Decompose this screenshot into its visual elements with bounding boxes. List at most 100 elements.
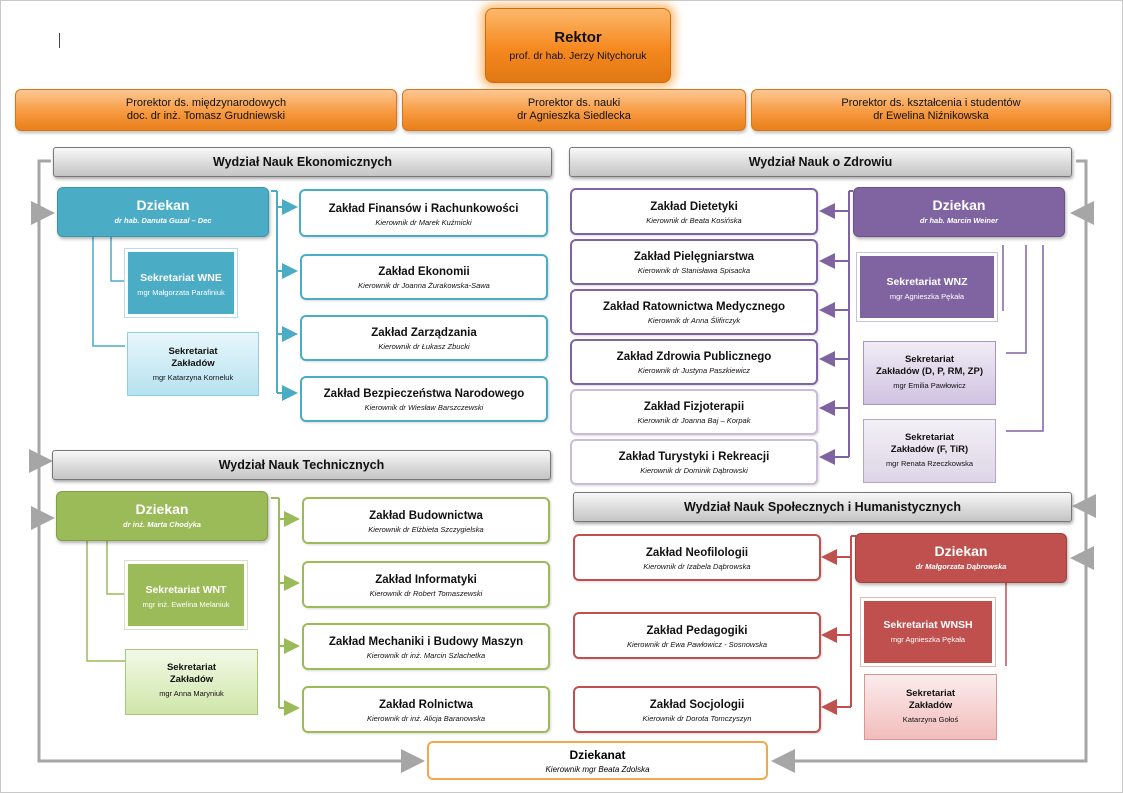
- secretariat-name: mgr Małgorzata Parafiniuk: [137, 288, 225, 297]
- department-head: Kierownik dr Beata Kosińska: [646, 216, 742, 225]
- secretariat-title-line1: Sekretariat: [166, 662, 217, 673]
- department-head: Kierownik dr Joanna Baj – Korpak: [637, 416, 751, 425]
- department-name: Zakład Budownictwa: [369, 510, 483, 522]
- secretariat-wnsh-box: Sekretariat WNSH mgr Agnieszka Pękała: [861, 598, 995, 666]
- department-box: Zakład Zdrowia Publicznego Kierownik dr …: [570, 339, 818, 385]
- department-head: Kierownik dr Joanna Żurakowska-Sawa: [358, 281, 490, 290]
- department-name: Zakład Informatyki: [375, 574, 477, 586]
- department-box: Zakład Pedagogiki Kierownik dr Ewa Pawło…: [573, 612, 821, 659]
- dean-title: Dziekan: [934, 543, 988, 559]
- secretariat-title: Sekretariat WNT: [145, 584, 227, 596]
- department-head: Kierownik dr Robert Tomaszewski: [369, 589, 483, 598]
- secretariat-name: Katarzyna Gołoś: [902, 715, 959, 724]
- prorektor-title: Prorektor ds. nauki: [527, 97, 621, 109]
- dean-name: dr inż. Marta Chodyka: [123, 520, 201, 529]
- dept-secretariat-wne-box: Sekretariat Zakładów mgr Katarzyna Korne…: [127, 332, 259, 396]
- department-name: Zakład Finansów i Rachunkowości: [328, 203, 519, 215]
- secretariat-title-line2: Zakładów: [169, 674, 214, 685]
- secretariat-name: mgr Katarzyna Korneluk: [152, 373, 234, 382]
- secretariat-title-line2: Zakładów (D, P, RM, ZP): [876, 366, 983, 377]
- secretariat-name: mgr Renata Rzeczkowska: [885, 459, 974, 468]
- dean-title: Dziekan: [932, 197, 986, 213]
- secretariat-wnt-box: Sekretariat WNT mgr inż. Ewelina Melaniu…: [125, 561, 247, 629]
- secretariat-name: mgr inż. Ewelina Melaniuk: [142, 600, 230, 609]
- department-head: Kierownik dr Łukasz Zbucki: [378, 342, 470, 351]
- text-cursor: [59, 33, 60, 48]
- faculty-wne-bar: Wydział Nauk Ekonomicznych: [53, 147, 552, 177]
- faculty-wnz-bar: Wydział Nauk o Zdrowiu: [569, 147, 1072, 177]
- dept-secretariat-wnt-box: Sekretariat Zakładów mgr Anna Maryniuk: [125, 649, 258, 715]
- department-head: Kierownik dr inż. Alicja Baranowska: [366, 714, 486, 723]
- department-head: Kierownik dr Dominik Dąbrowski: [640, 466, 748, 475]
- secretariat-wne-box: Sekretariat WNE mgr Małgorzata Parafiniu…: [125, 249, 237, 317]
- secretariat-title: Sekretariat WNE: [140, 272, 222, 284]
- department-head: Kierownik dr Ewa Pawłowicz - Sosnowska: [626, 640, 768, 649]
- dean-name: dr Małgorzata Dąbrowska: [915, 562, 1007, 571]
- department-name: Zakład Rolnictwa: [379, 699, 473, 711]
- department-box: Zakład Finansów i Rachunkowości Kierowni…: [299, 189, 548, 237]
- secretariat-title-line2: Zakładów (F, TiR): [890, 444, 969, 455]
- department-head: Kierownik dr Stanisława Spisacka: [637, 266, 751, 275]
- department-box: Zakład Ratownictwa Medycznego Kierownik …: [570, 289, 818, 335]
- department-name: Zakład Turystyki i Rekreacji: [618, 451, 770, 463]
- dean-name: dr hab. Marcin Weiner: [919, 216, 999, 225]
- department-name: Zakład Pedagogiki: [646, 625, 748, 637]
- dean-wnt-box: Dziekan dr inż. Marta Chodyka: [56, 491, 268, 541]
- department-box: Zakład Fizjoterapii Kierownik dr Joanna …: [570, 389, 818, 435]
- dept-secretariat-wnz-2-box: Sekretariat Zakładów (F, TiR) mgr Renata…: [863, 419, 996, 483]
- secretariat-name: mgr Anna Maryniuk: [159, 689, 224, 698]
- secretariat-title: Sekretariat WNSH: [883, 619, 973, 631]
- dept-secretariat-wnz-1-box: Sekretariat Zakładów (D, P, RM, ZP) mgr …: [863, 341, 996, 405]
- dept-secretariat-wnsh-box: Sekretariat Zakładów Katarzyna Gołoś: [864, 674, 997, 740]
- prorektor-education-box: Prorektor ds. kształcenia i studentów dr…: [751, 89, 1111, 131]
- department-head: Kierownik dr Dorota Tomczyszyn: [642, 714, 752, 723]
- secretariat-title-line1: Sekretariat: [904, 432, 955, 443]
- department-name: Zakład Zarządzania: [371, 327, 477, 339]
- department-name: Zakład Neofilologii: [645, 547, 749, 559]
- secretariat-name: mgr Agnieszka Pękała: [890, 635, 966, 644]
- department-box: Zakład Budownictwa Kierownik dr Elżbieta…: [302, 497, 550, 544]
- dean-wnsh-box: Dziekan dr Małgorzata Dąbrowska: [855, 533, 1067, 583]
- department-box: Zakład Pielęgniarstwa Kierownik dr Stani…: [570, 239, 818, 285]
- department-name: Zakład Fizjoterapii: [643, 401, 745, 413]
- secretariat-title-line2: Zakładów: [908, 700, 953, 711]
- secretariat-wnz-box: Sekretariat WNZ mgr Agnieszka Pękała: [857, 253, 997, 321]
- rektor-box: Rektor prof. dr hab. Jerzy Nitychoruk: [485, 8, 671, 83]
- department-box: Zakład Turystyki i Rekreacji Kierownik d…: [570, 439, 818, 485]
- department-box: Zakład Zarządzania Kierownik dr Łukasz Z…: [300, 315, 548, 361]
- department-box: Zakład Dietetyki Kierownik dr Beata Kosi…: [570, 188, 818, 235]
- department-head: Kierownik dr Anna Ślifirczyk: [647, 316, 741, 325]
- department-name: Zakład Ratownictwa Medycznego: [602, 301, 786, 313]
- dean-wnz-box: Dziekan dr hab. Marcin Weiner: [853, 187, 1065, 237]
- prorektor-name: dr Agnieszka Siedlecka: [517, 110, 631, 122]
- department-box: Zakład Ekonomii Kierownik dr Joanna Żura…: [300, 254, 548, 300]
- department-name: Zakład Pielęgniarstwa: [633, 251, 755, 263]
- prorektor-name: dr Ewelina Niźnikowska: [873, 110, 989, 122]
- secretariat-title-line1: Sekretariat: [905, 688, 956, 699]
- department-box: Zakład Socjologii Kierownik dr Dorota To…: [573, 686, 821, 733]
- dean-name: dr hab. Danuta Guzal – Dec: [114, 216, 212, 225]
- department-name: Zakład Ekonomii: [378, 266, 470, 278]
- secretariat-title: Sekretariat WNZ: [886, 276, 968, 288]
- secretariat-title-line1: Sekretariat: [904, 354, 955, 365]
- dean-wne-box: Dziekan dr hab. Danuta Guzal – Dec: [57, 187, 269, 237]
- department-name: Zakład Bezpieczeństwa Narodowego: [323, 388, 525, 400]
- prorektor-name: doc. dr inż. Tomasz Grudniewski: [126, 110, 286, 122]
- rektor-name: prof. dr hab. Jerzy Nitychoruk: [509, 50, 647, 62]
- dziekanat-box: Dziekanat Kierownik mgr Beata Zdolska: [427, 741, 768, 780]
- rektor-title: Rektor: [554, 29, 602, 46]
- department-name: Zakład Socjologii: [649, 699, 745, 711]
- dziekanat-title: Dziekanat: [569, 748, 626, 762]
- dziekanat-head: Kierownik mgr Beata Zdolska: [545, 765, 650, 774]
- department-box: Zakład Informatyki Kierownik dr Robert T…: [302, 561, 550, 608]
- secretariat-title-line1: Sekretariat: [168, 346, 218, 357]
- prorektor-title: Prorektor ds. kształcenia i studentów: [841, 97, 1021, 109]
- department-head: Kierownik dr Wiesław Barszczewski: [364, 403, 484, 412]
- department-box: Zakład Mechaniki i Budowy Maszyn Kierown…: [302, 623, 550, 670]
- prorektor-science-box: Prorektor ds. nauki dr Agnieszka Siedlec…: [402, 89, 746, 131]
- department-head: Kierownik dr Izabela Dąbrowska: [643, 562, 751, 571]
- prorektor-title: Prorektor ds. międzynarodowych: [125, 97, 287, 109]
- prorektor-international-box: Prorektor ds. międzynarodowych doc. dr i…: [15, 89, 397, 131]
